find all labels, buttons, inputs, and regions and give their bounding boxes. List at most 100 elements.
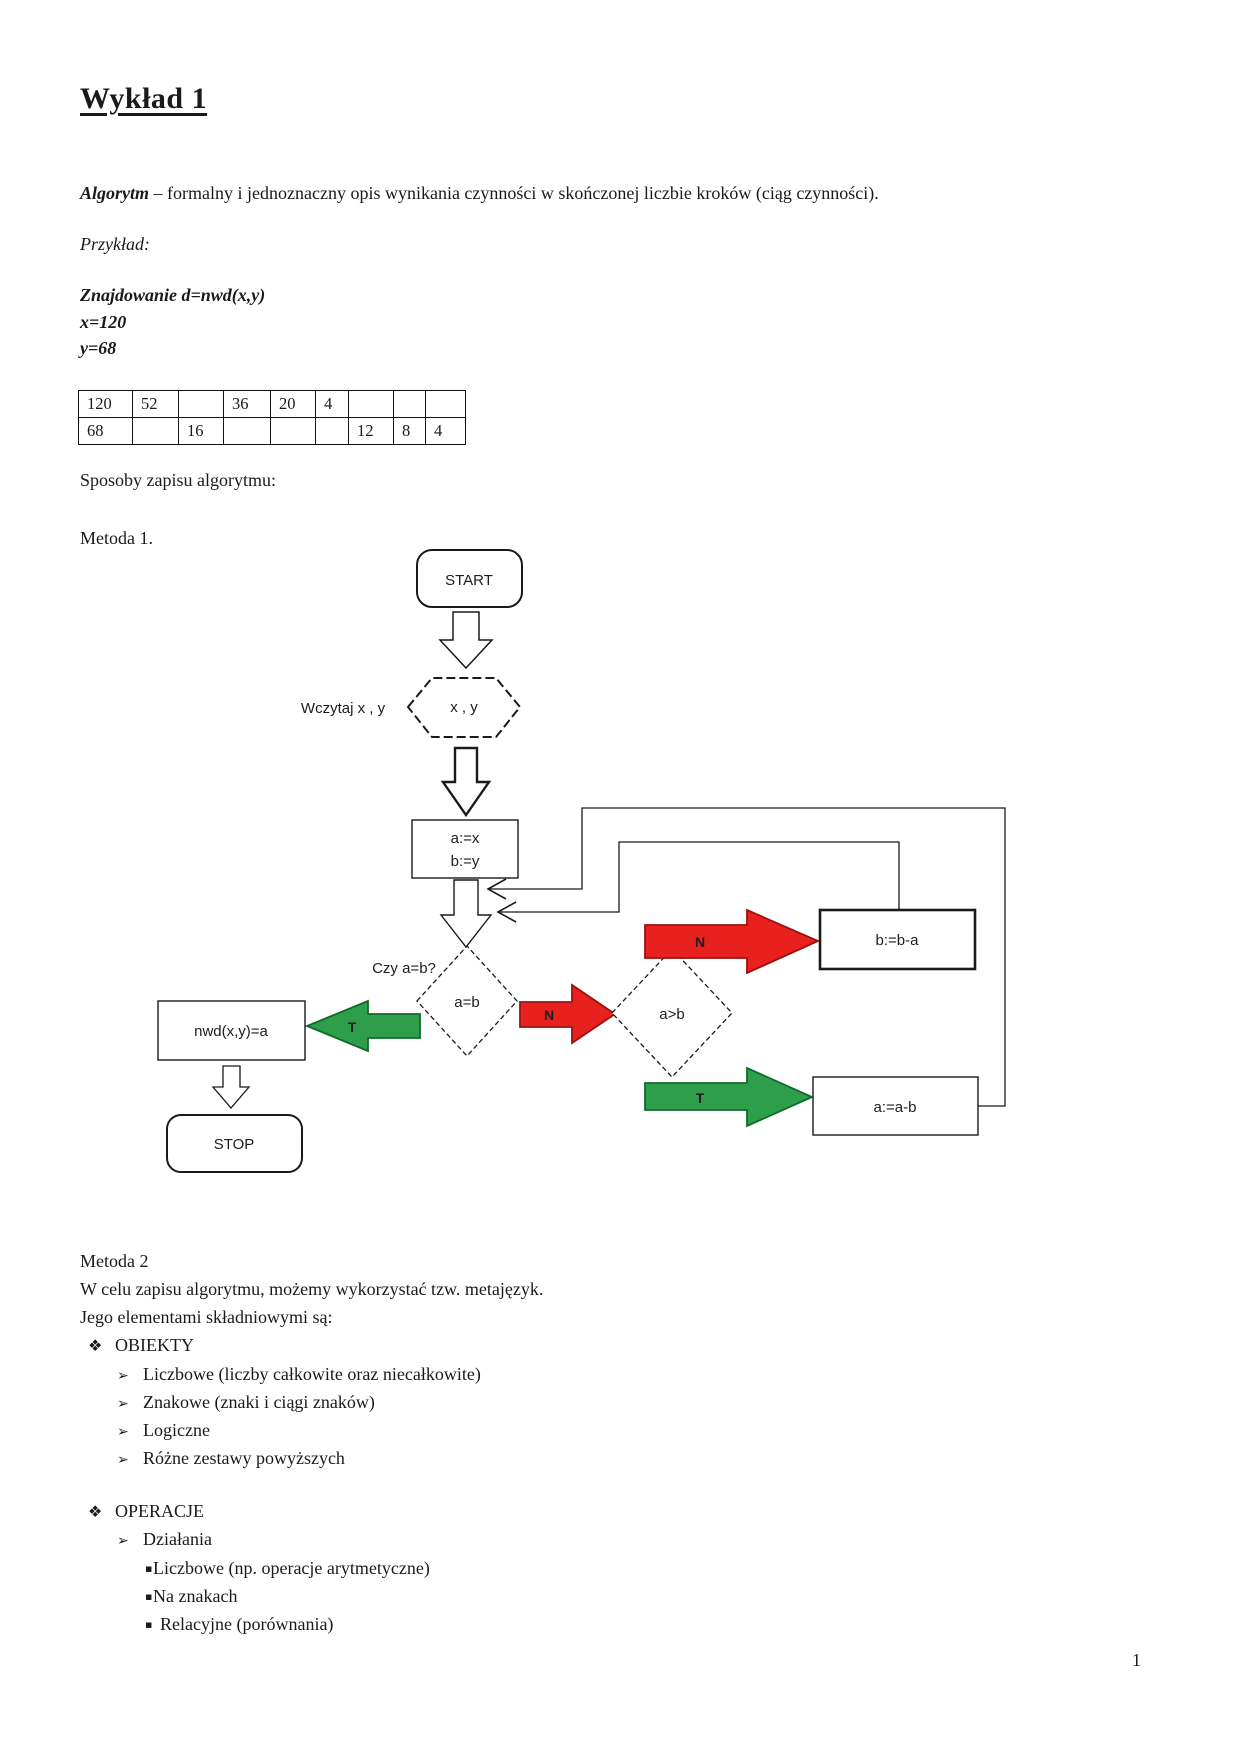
subtract-b-label: b:=b-a — [876, 932, 920, 949]
arrowhead-bullet-icon: ➢ — [117, 1452, 129, 1468]
yes-arrow-icon — [644, 1066, 815, 1128]
method1-heading: Metoda 1. — [80, 528, 153, 548]
list-item-label: Liczbowe (np. operacje arytmetyczne) — [153, 1558, 430, 1578]
square-bullet-icon: ▪ — [145, 1562, 153, 1575]
list-item-label: Działania — [143, 1529, 212, 1549]
assign-line2: b:=y — [451, 853, 480, 870]
list-item: ➢ Znakowe (znaki i ciągi znaków) — [117, 1392, 375, 1413]
list-item-label: OBIEKTY — [115, 1335, 194, 1355]
subtract-b-node — [818, 908, 977, 971]
x-value-line: x=120 — [80, 312, 127, 332]
table-cell — [315, 417, 349, 445]
list-item: ▪Liczbowe (np. operacje arytmetyczne) — [145, 1558, 430, 1579]
yes-arrow-label: T — [696, 1090, 705, 1106]
stop-node — [166, 1114, 303, 1173]
decision-equal-label: a=b — [454, 994, 479, 1011]
arrowhead-bullet-icon: ➢ — [117, 1396, 129, 1412]
list-item-label: Liczbowe (liczby całkowite oraz niecałko… — [143, 1364, 481, 1384]
table-cell: 8 — [393, 417, 426, 445]
list-item: ❖ OBIEKTY — [88, 1335, 194, 1356]
gcd-flowchart: START x , y Wczytaj x , y a:=x b:=y a=b … — [157, 549, 1006, 1173]
start-node-label: START — [445, 572, 493, 589]
assign-line1: a:=x — [451, 830, 480, 847]
list-item: ➢ Działania — [117, 1529, 212, 1550]
diamond-bullet-icon: ❖ — [88, 1336, 103, 1355]
table-cell: 4 — [315, 390, 349, 418]
subtract-a-node — [812, 1076, 979, 1136]
method2-heading: Metoda 2 — [80, 1251, 149, 1271]
table-cell: 68 — [78, 417, 133, 445]
list-item-label: Relacyjne (porównania) — [160, 1614, 334, 1634]
loop-connector-outer — [490, 807, 1006, 1107]
input-node — [406, 677, 522, 738]
yes-arrow-label: T — [348, 1019, 357, 1035]
list-item-label: Różne zestawy powyższych — [143, 1448, 345, 1468]
list-item: ➢ Różne zestawy powyższych — [117, 1448, 345, 1469]
arrowhead-bullet-icon: ➢ — [117, 1533, 129, 1549]
square-bullet-icon: ▪ — [145, 1618, 153, 1631]
start-node — [416, 549, 523, 608]
list-item: ➢ Logiczne — [117, 1420, 210, 1441]
no-arrow-icon — [644, 908, 821, 975]
down-arrow-icon — [211, 1065, 251, 1109]
decision-equal-node — [416, 945, 518, 1057]
table-cell — [132, 417, 179, 445]
arrowhead-bullet-icon: ➢ — [117, 1424, 129, 1440]
list-item: ▪ Relacyjne (porównania) — [145, 1614, 333, 1635]
table-cell: 120 — [78, 390, 133, 418]
table-cell — [425, 390, 466, 418]
example-label: Przykład: — [80, 234, 150, 254]
arrowhead-bullet-icon: ➢ — [117, 1368, 129, 1384]
table-cell — [178, 390, 224, 418]
result-node — [157, 1000, 306, 1061]
square-bullet-icon: ▪ — [145, 1590, 153, 1603]
method2-line2: Jego elementami składniowymi są: — [80, 1307, 333, 1327]
y-value-line: y=68 — [80, 338, 117, 358]
no-arrow-label: N — [695, 934, 705, 950]
read-annotation: Wczytaj x , y — [301, 700, 386, 717]
no-arrow-label: N — [544, 1007, 554, 1023]
table-cell: 16 — [178, 417, 224, 445]
definition-text: – formalny i jednoznaczny opis wynikania… — [149, 183, 879, 203]
page-title: Wykład 1 — [80, 82, 208, 115]
table-cell: 12 — [348, 417, 394, 445]
down-arrow-icon — [439, 879, 493, 949]
result-label: nwd(x,y)=a — [194, 1023, 268, 1040]
loop-arrowhead-icon — [496, 901, 517, 923]
definition-term: Algorytm — [80, 183, 150, 203]
list-item: ❖ OPERACJE — [88, 1501, 204, 1522]
decision-greater-node — [611, 948, 733, 1078]
question-annotation: Czy a=b? — [372, 960, 436, 977]
diamond-bullet-icon: ❖ — [88, 1502, 103, 1521]
table-cell — [223, 417, 271, 445]
list-item-label: Logiczne — [143, 1420, 210, 1440]
table-cell: 20 — [270, 390, 316, 418]
finding-line: Znajdowanie d=nwd(x,y) — [80, 285, 266, 305]
table-cell — [270, 417, 316, 445]
page-number: 1 — [1132, 1650, 1141, 1670]
table-cell — [348, 390, 394, 418]
method2-line1: W celu zapisu algorytmu, możemy wykorzys… — [80, 1279, 544, 1299]
definition-paragraph: Algorytm – formalny i jednoznaczny opis … — [80, 183, 1060, 204]
down-arrow-icon — [440, 746, 492, 818]
list-item-label: Znakowe (znaki i ciągi znaków) — [143, 1392, 375, 1412]
loop-arrowhead-icon — [486, 878, 507, 900]
table-cell: 4 — [425, 417, 466, 445]
list-item: ▪Na znakach — [145, 1586, 237, 1607]
table-cell — [393, 390, 426, 418]
gcd-steps-table: 120 52 36 20 4 68 16 12 8 4 — [78, 390, 466, 445]
list-item-label: Na znakach — [153, 1586, 238, 1606]
decision-greater-label: a>b — [659, 1006, 684, 1023]
assign-node — [411, 819, 519, 879]
table-row: 68 16 12 8 4 — [78, 417, 466, 445]
list-item-label: OPERACJE — [115, 1501, 205, 1521]
subtract-a-label: a:=a-b — [874, 1099, 917, 1116]
stop-node-label: STOP — [214, 1136, 255, 1153]
table-row: 120 52 36 20 4 — [78, 390, 466, 418]
ways-heading: Sposoby zapisu algorytmu: — [80, 470, 276, 490]
input-node-label: x , y — [450, 699, 478, 716]
table-cell: 36 — [223, 390, 271, 418]
yes-arrow-icon — [304, 999, 421, 1053]
no-arrow-icon — [519, 983, 617, 1045]
